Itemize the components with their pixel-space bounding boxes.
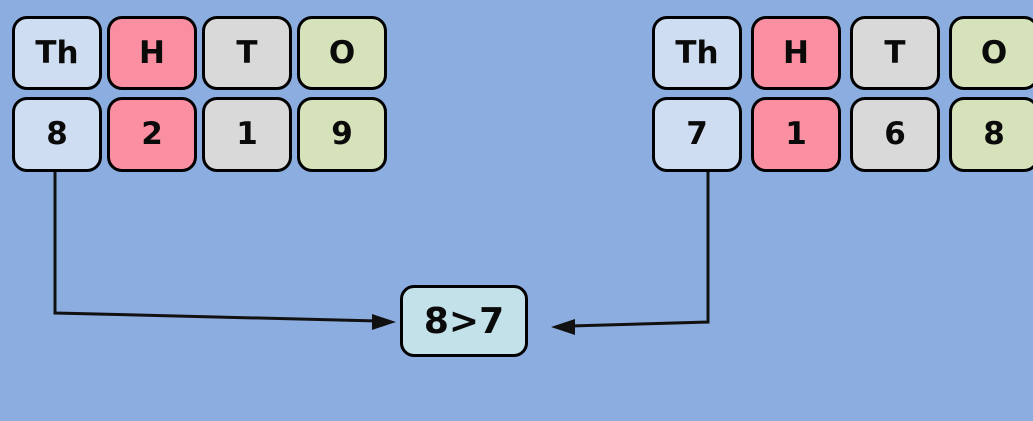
digit-cell-thousands: 7 — [652, 97, 742, 172]
place-value-table-right: Th H T O 7 1 6 8 — [652, 16, 1033, 172]
digit-cell-thousands: 8 — [12, 97, 102, 172]
header-cell-tens: T — [202, 16, 292, 90]
digit-cell-tens: 1 — [202, 97, 292, 172]
header-cell-hundreds: H — [107, 16, 197, 90]
digit-cell-tens: 6 — [850, 97, 940, 172]
comparison-result-box: 8>7 — [400, 285, 528, 357]
arrowhead-left-icon — [551, 319, 575, 335]
arrowhead-right-icon — [372, 314, 396, 330]
place-value-table-left: Th H T O 8 2 1 9 — [12, 16, 387, 172]
header-cell-hundreds: H — [751, 16, 841, 90]
comparison-text: 8>7 — [423, 300, 505, 342]
left-thousands-arrow — [53, 172, 396, 330]
header-cell-tens: T — [850, 16, 940, 90]
digit-cell-ones: 9 — [297, 97, 387, 172]
digit-cell-hundreds: 1 — [751, 97, 841, 172]
header-cell-ones: O — [297, 16, 387, 90]
digit-cell-ones: 8 — [949, 97, 1033, 172]
right-thousands-arrow — [551, 172, 710, 335]
digit-cell-hundreds: 2 — [107, 97, 197, 172]
header-cell-ones: O — [949, 16, 1033, 90]
header-cell-thousands: Th — [652, 16, 742, 90]
header-cell-thousands: Th — [12, 16, 102, 90]
